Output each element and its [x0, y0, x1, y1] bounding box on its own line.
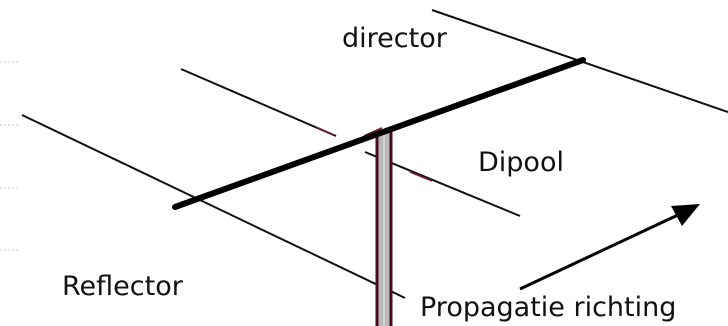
- director-label: director: [342, 23, 448, 54]
- propagation-arrow: [519, 204, 700, 291]
- left-edge-marks: [0, 61, 18, 251]
- arrow-head-icon: [671, 204, 700, 226]
- arrow-shaft: [519, 212, 681, 291]
- dipole-label: Dipool: [478, 147, 564, 178]
- dipole-accent-left: [315, 126, 335, 136]
- mast: [375, 131, 393, 326]
- dipole-element-left: [180, 68, 337, 137]
- propagation-label: Propagatie richting: [420, 292, 676, 323]
- boom: [172, 57, 586, 210]
- reflector-element: [21, 114, 406, 299]
- dipole-accent-right: [409, 171, 433, 182]
- reflector-label: Reflector: [62, 271, 184, 302]
